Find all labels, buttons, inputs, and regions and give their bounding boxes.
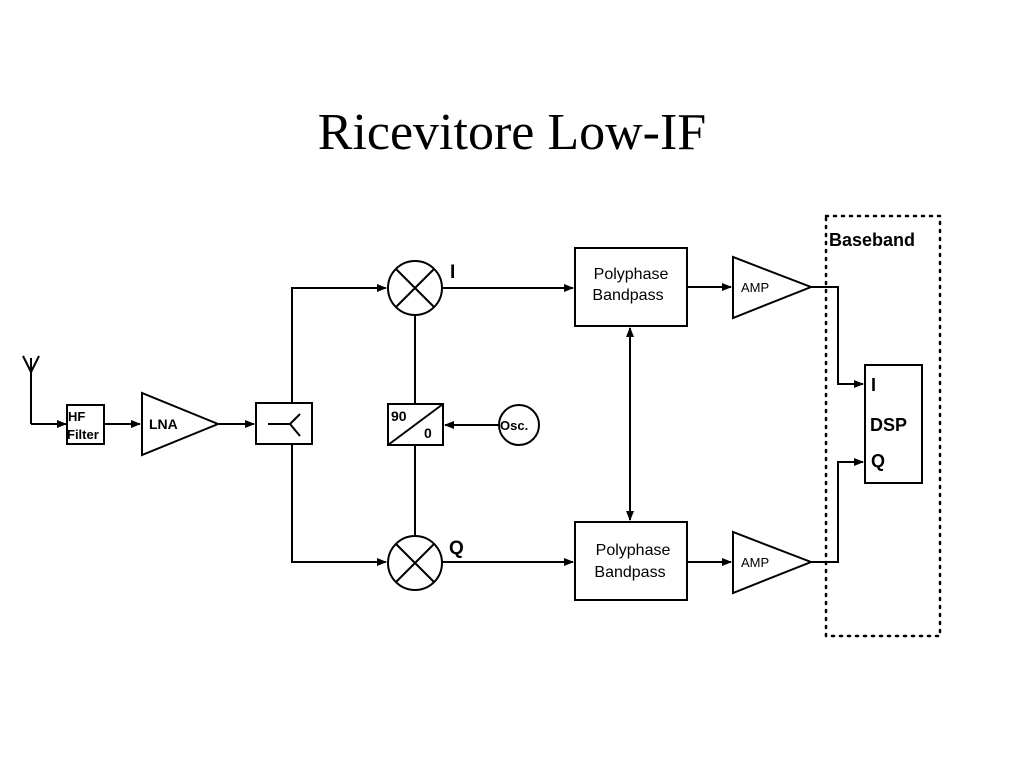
osc-label: Osc. <box>500 418 528 433</box>
phase-shifter-bottom-label: 0 <box>424 425 432 441</box>
q-path-label: Q <box>449 538 464 559</box>
splitter-block <box>255 402 313 445</box>
hf-filter-label-line2: Filter <box>67 427 99 442</box>
dsp-block <box>864 364 923 484</box>
splitter-to-q-mixer-wire <box>291 444 387 566</box>
i-path-label: I <box>450 262 455 283</box>
slide-title: Ricevitore Low-IF <box>317 104 707 161</box>
dsp-i-label: I <box>871 375 876 395</box>
amp-bottom-to-dsp-wire <box>811 458 864 563</box>
polyphase-top-label-line1: Polyphase <box>594 266 669 283</box>
amp-bottom-label: AMP <box>741 555 769 570</box>
splitter-icon <box>268 413 301 437</box>
baseband-label: Baseband <box>829 230 915 250</box>
antenna-icon <box>22 355 40 424</box>
polyphase-bottom-label-line1: Polyphase <box>596 542 671 559</box>
i-mixer <box>387 260 443 316</box>
baseband-region <box>824 214 942 638</box>
q-mixer <box>387 535 443 591</box>
polyphase-top-label-line2: Bandpass <box>592 287 663 304</box>
dsp-q-label: Q <box>871 451 885 471</box>
phase-shifter-diagonal <box>387 403 444 446</box>
lna-amplifier <box>141 391 221 457</box>
amp-top-label: AMP <box>741 280 769 295</box>
hf-filter-label-line1: HF <box>68 409 85 424</box>
splitter-to-i-mixer-wire <box>291 284 387 403</box>
amp-bottom <box>732 530 814 595</box>
lna-label: LNA <box>149 416 178 432</box>
amp-top-to-dsp-wire <box>811 286 864 388</box>
polyphase-bottom-label-line2: Bandpass <box>594 564 665 581</box>
dsp-label: DSP <box>870 415 907 435</box>
amp-top <box>732 255 814 320</box>
phase-shifter-top-label: 90 <box>391 408 407 424</box>
polyphase-bandpass-bottom <box>574 521 688 601</box>
